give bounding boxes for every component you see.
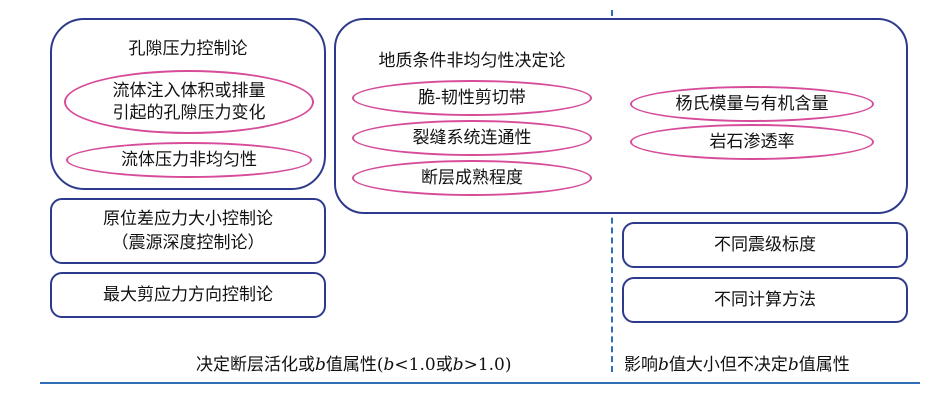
max-shear-box: 最大剪应力方向控制论 bbox=[50, 272, 326, 318]
magnitude-scale-box: 不同震级标度 bbox=[622, 222, 908, 268]
ellipse-fluid-pressure-heterogeneity: 流体压力非均匀性 bbox=[66, 142, 312, 178]
ellipse-fault-maturity-label: 断层成熟程度 bbox=[421, 168, 523, 188]
bottom-rule bbox=[40, 382, 920, 384]
in-situ-stress-line1: 原位差应力大小控制论 bbox=[103, 209, 273, 229]
ellipse-fluid-injection: 流体注入体积或排量 引起的孔隙压力变化 bbox=[64, 70, 314, 134]
in-situ-stress-box: 原位差应力大小控制论 （震源深度控制论） bbox=[50, 198, 326, 264]
ellipse-brittle-ductile: 脆-韧性剪切带 bbox=[352, 80, 592, 116]
ellipse-youngs-modulus: 杨氏模量与有机含量 bbox=[630, 86, 874, 122]
geology-title: 地质条件非均匀性决定论 bbox=[378, 51, 566, 71]
ellipse-fluid-pressure-label: 流体压力非均匀性 bbox=[121, 150, 257, 170]
caption-left: 决定断层活化或b值属性(b<1.0或b>1.0) bbox=[196, 355, 512, 375]
in-situ-stress-line2: （震源深度控制论） bbox=[111, 233, 265, 253]
ellipse-fault-maturity: 断层成熟程度 bbox=[352, 160, 592, 196]
ellipse-brittle-ductile-label: 脆-韧性剪切带 bbox=[418, 88, 526, 108]
pore-pressure-title: 孔隙压力控制论 bbox=[128, 39, 248, 59]
calculation-method-box: 不同计算方法 bbox=[622, 277, 908, 323]
ellipse-fracture-connectivity: 裂缝系统连通性 bbox=[352, 120, 592, 156]
ellipse-fracture-connectivity-label: 裂缝系统连通性 bbox=[412, 128, 532, 148]
ellipse-fluid-injection-label: 流体注入体积或排量 引起的孔隙压力变化 bbox=[112, 81, 266, 123]
ellipse-permeability: 岩石渗透率 bbox=[630, 124, 874, 160]
ellipse-permeability-label: 岩石渗透率 bbox=[709, 132, 795, 152]
caption-right: 影响b值大小但不决定b值属性 bbox=[624, 355, 850, 375]
ellipse-youngs-modulus-label: 杨氏模量与有机含量 bbox=[675, 94, 829, 114]
